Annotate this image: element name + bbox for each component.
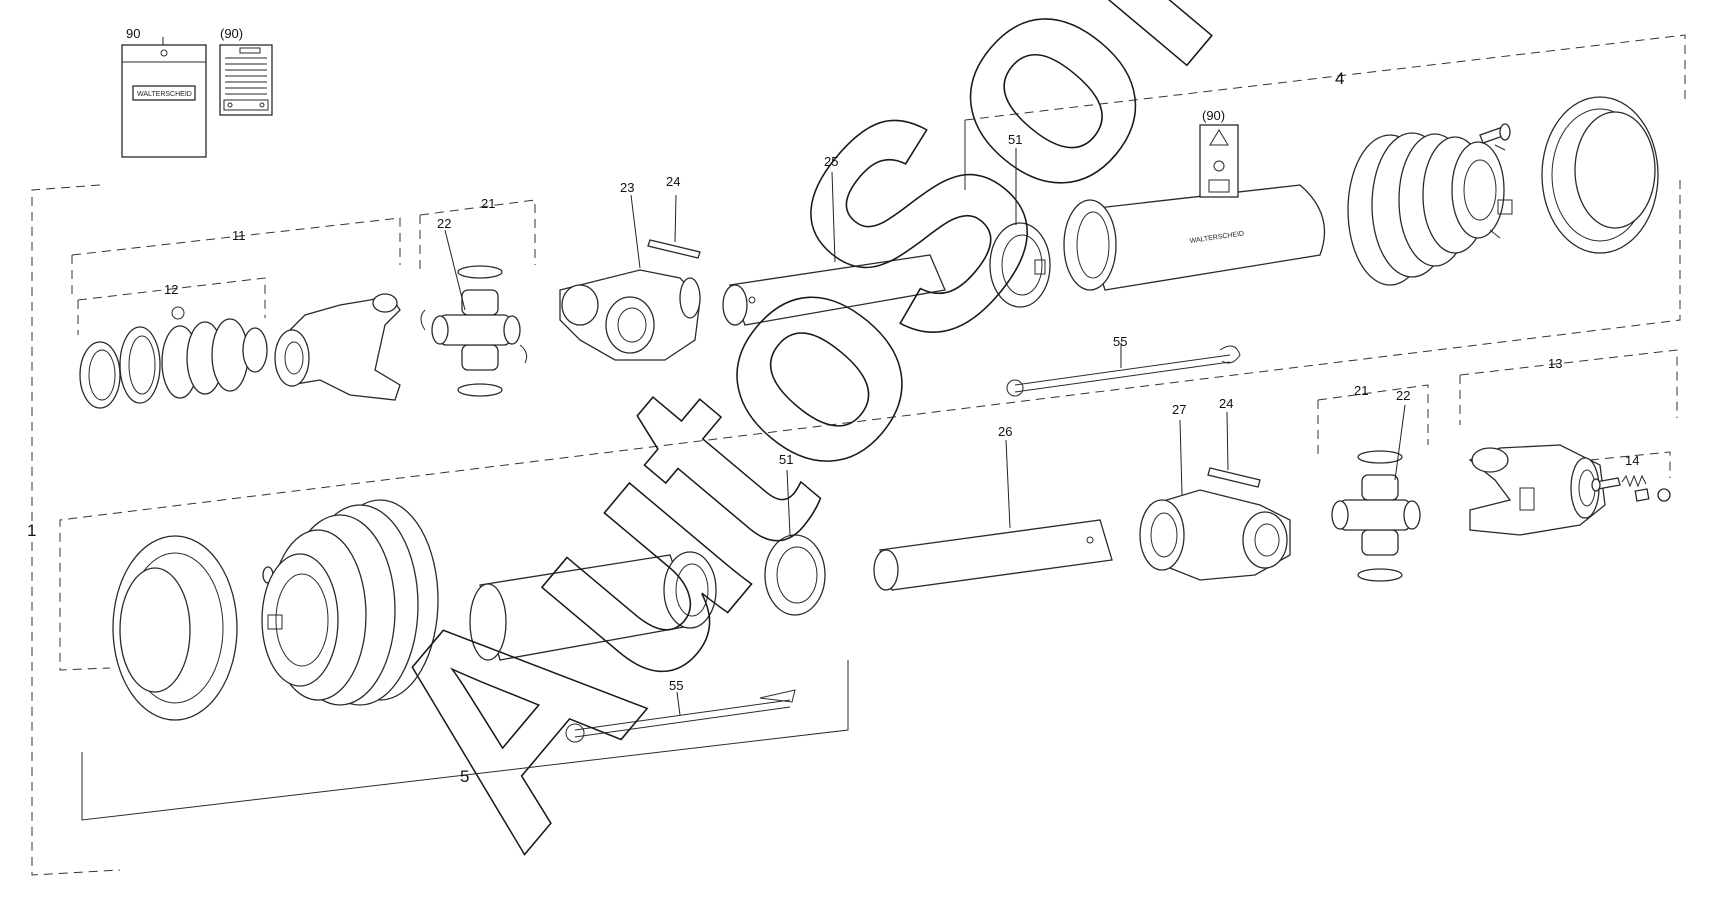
part-24-pin-a <box>647 239 701 259</box>
frame-group-21a <box>419 199 536 275</box>
part-screw-a <box>1479 123 1511 144</box>
label-55b: 55 <box>669 678 683 693</box>
part-26-inner-tube <box>873 519 1113 591</box>
label-14: 14 <box>1625 453 1639 468</box>
part-21-22-cross-journal-b <box>1331 450 1421 582</box>
frame-group-5 <box>81 660 849 821</box>
part-55-chain-b <box>565 689 796 743</box>
tag-card-90b <box>219 44 273 116</box>
label-23: 23 <box>620 180 634 195</box>
part-guard-cap-a <box>1541 96 1659 254</box>
label-22a: 22 <box>437 216 451 231</box>
watermark-autosoft: AutoSoft <box>311 0 1341 898</box>
label-12: 12 <box>164 282 178 297</box>
frame-group-4-lower <box>59 180 1681 671</box>
label-24b: 24 <box>1219 396 1233 411</box>
label-26: 26 <box>998 424 1012 439</box>
frame-group-13 <box>1459 349 1678 425</box>
part-guard-cap-b <box>112 535 238 721</box>
part-guard-tube-b <box>469 551 717 661</box>
label-90: 90 <box>126 26 140 41</box>
frame-group-4 <box>964 34 1686 121</box>
frame-group-21b <box>1317 384 1429 460</box>
warning-decal-90 <box>1199 124 1239 198</box>
part-25-inner-tube <box>722 254 946 326</box>
leader-lines <box>162 37 1406 716</box>
label-55a: 55 <box>1113 334 1127 349</box>
label-1: 1 <box>27 521 36 540</box>
part-55-chain-a <box>1006 345 1241 397</box>
part-13-yoke <box>1468 444 1606 536</box>
frame-group-11 <box>71 217 401 300</box>
part-guard-cone-b <box>261 499 439 706</box>
part-51-bearing-ring-b <box>764 534 826 616</box>
part-24-pin-b <box>1207 467 1261 488</box>
label-21a: 21 <box>481 196 495 211</box>
part-51-bearing-ring-a <box>989 222 1051 308</box>
label-21b: 21 <box>1354 383 1368 398</box>
label-5: 5 <box>460 767 469 786</box>
part-11-yoke <box>274 293 401 401</box>
frame-assembly-1 <box>31 184 121 876</box>
label-24a: 24 <box>666 174 680 189</box>
label-13: 13 <box>1548 356 1562 371</box>
label-22b: 22 <box>1396 388 1410 403</box>
label-51b: 51 <box>779 452 793 467</box>
part-12-seal-rings <box>79 306 268 409</box>
tag-card-90: WALTERSCHEID <box>121 44 207 158</box>
label-90c: (90) <box>1202 108 1225 123</box>
label-90b: (90) <box>220 26 243 41</box>
part-guard-tube-outer: WALTERSCHEID <box>1063 184 1326 291</box>
frame-group-12 <box>77 277 266 335</box>
label-25: 25 <box>824 154 838 169</box>
part-labels: 90 (90) (90) 1 4 5 11 12 13 14 21 22 21 … <box>27 26 1639 786</box>
label-11: 11 <box>232 228 246 243</box>
part-23-inner-yoke <box>559 269 701 361</box>
part-guard-cone-a <box>1347 132 1513 286</box>
label-4: 4 <box>1335 69 1344 88</box>
label-51a: 51 <box>1008 132 1022 147</box>
part-14-plunger <box>1591 474 1671 502</box>
watermark-text: AutoSoft <box>312 0 1341 898</box>
part-21-22-cross-journal <box>420 265 528 397</box>
brand-label: WALTERSCHEID <box>137 91 192 98</box>
part-27-inner-yoke <box>1139 489 1291 581</box>
label-27: 27 <box>1172 402 1186 417</box>
